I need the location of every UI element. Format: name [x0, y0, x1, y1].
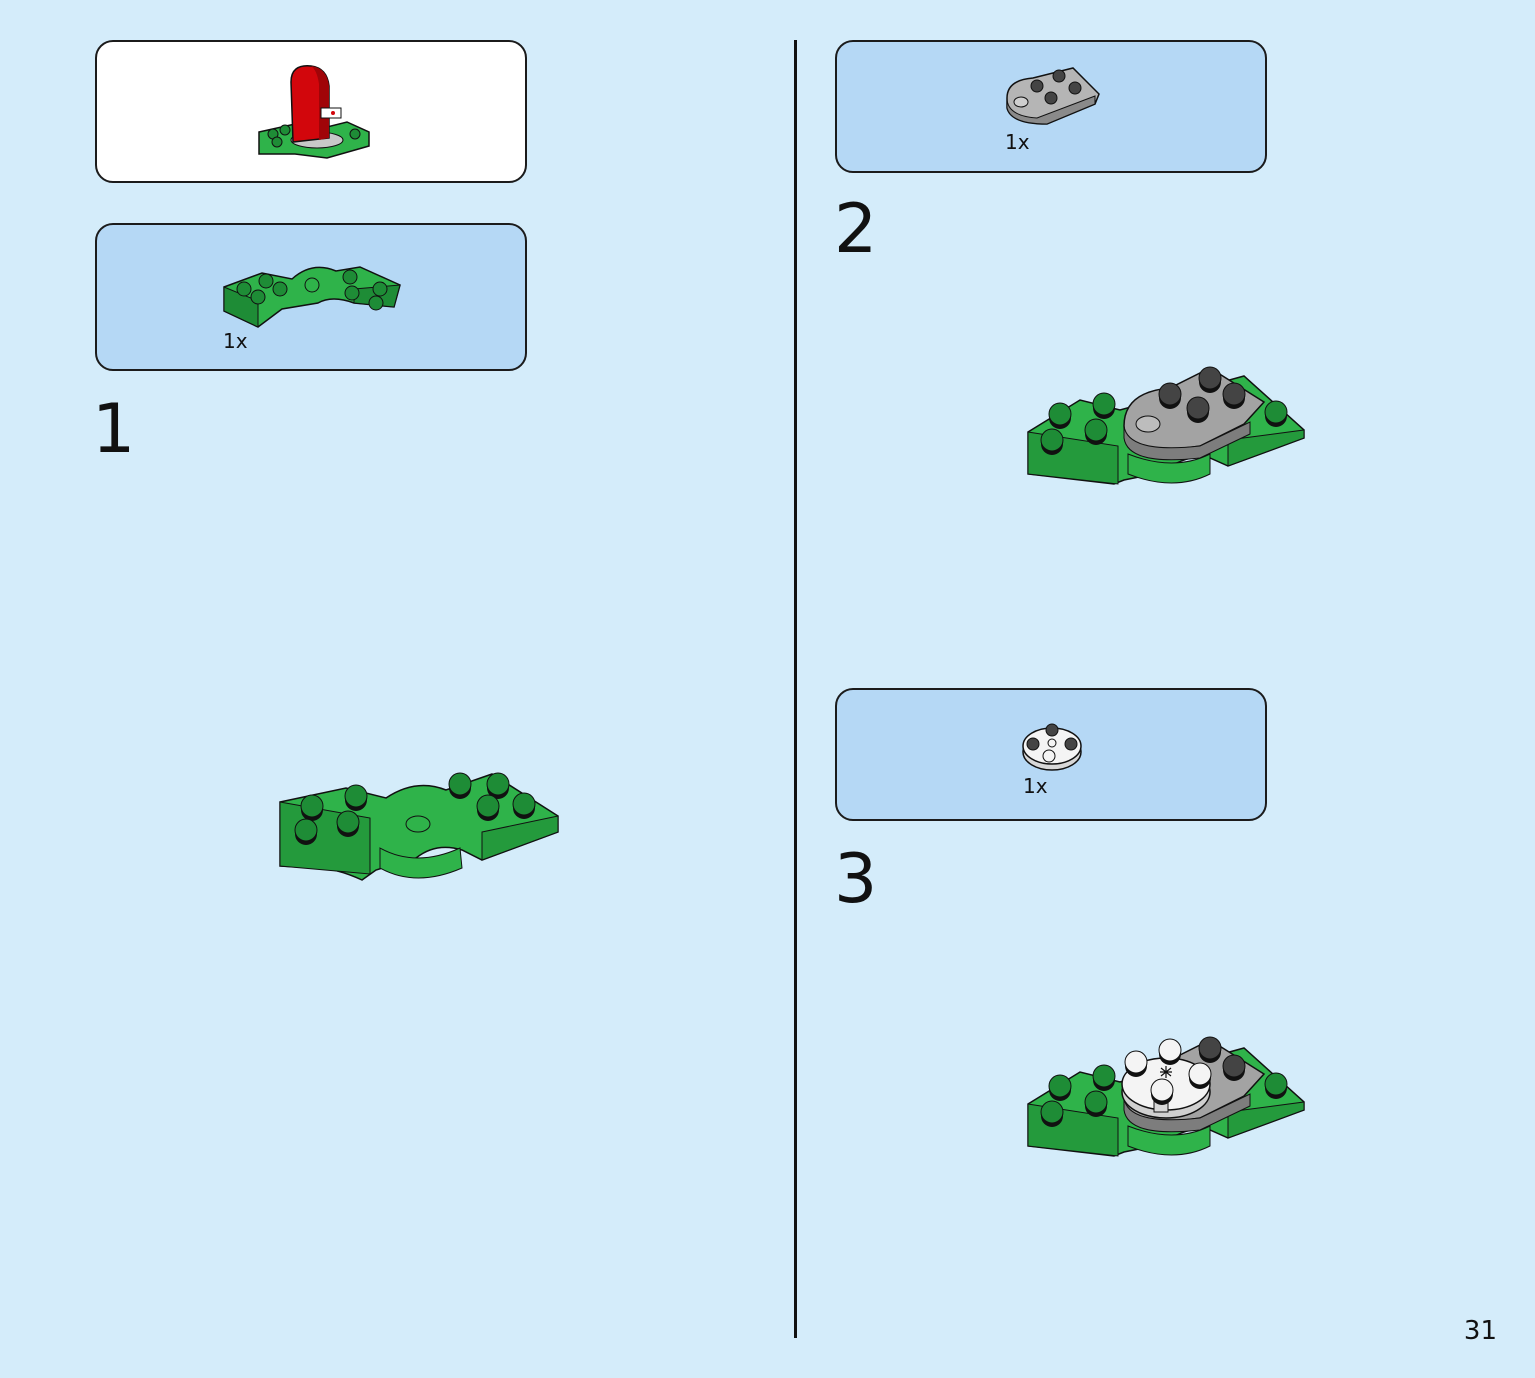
step-1-assembly-illustration [279, 772, 559, 881]
step-2-assembly-illustration [1027, 366, 1305, 485]
column-divider [794, 40, 797, 1338]
step-3-assembly-illustration [1027, 1036, 1305, 1157]
part-quantity: 1x [1005, 130, 1030, 154]
postbox-model-icon [258, 65, 370, 159]
step-number-3: 3 [834, 840, 878, 919]
parts-callout-step-1: 1x [95, 223, 527, 371]
white-turntable-part-icon [1022, 723, 1082, 771]
step-number-1: 1 [92, 390, 136, 469]
page-number: 31 [1463, 1316, 1497, 1346]
part-quantity: 1x [1023, 774, 1048, 798]
green-plate-part-icon [223, 266, 401, 328]
step-number-2: 2 [834, 190, 878, 269]
gray-plate-part-icon [1006, 67, 1100, 125]
completed-model-panel [95, 40, 527, 183]
parts-callout-step-3: 1x [835, 688, 1267, 821]
part-quantity: 1x [223, 329, 248, 353]
parts-callout-step-2: 1x [835, 40, 1267, 173]
